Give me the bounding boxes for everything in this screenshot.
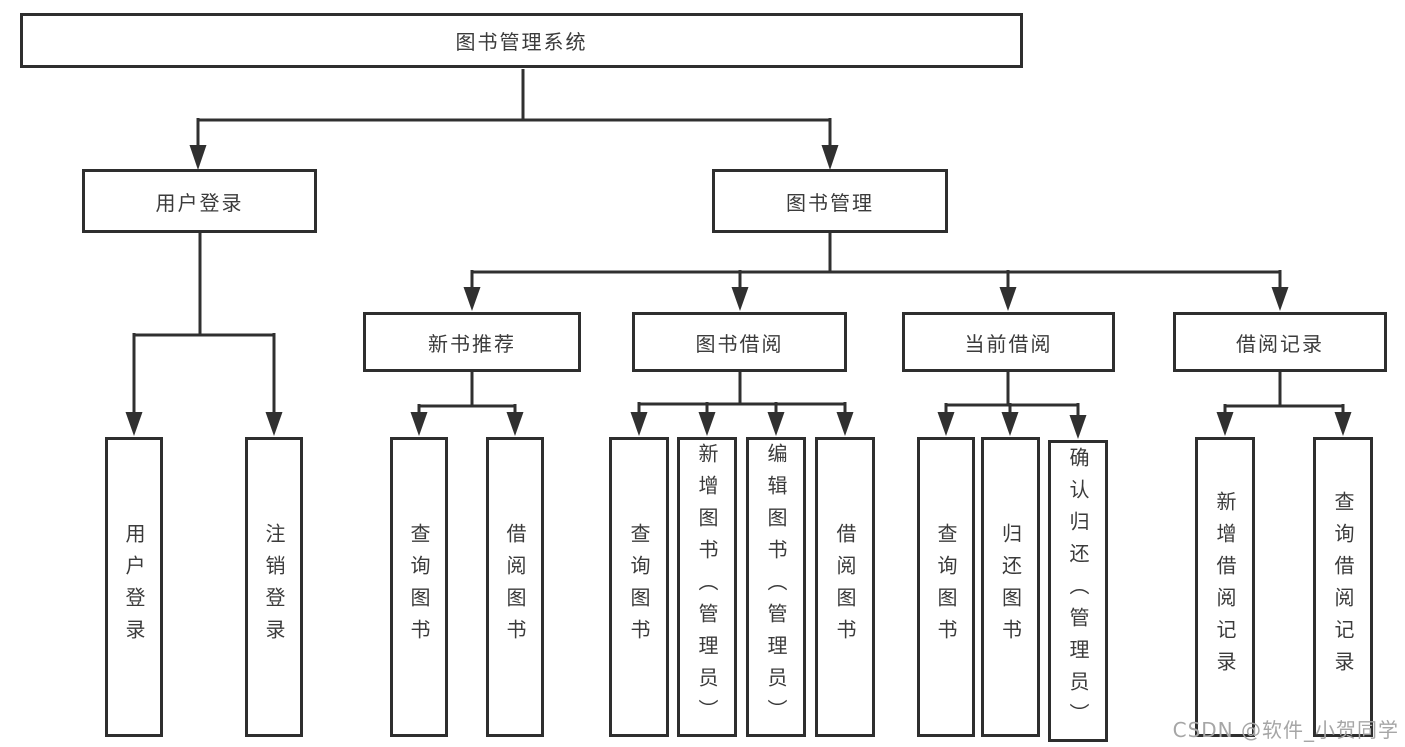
leaf-borrow-books-recommend: 借阅图书 (486, 437, 544, 737)
leaf-user-login: 用户登录 (105, 437, 163, 737)
node-label: 用户登录 (155, 190, 244, 215)
node-book-management: 图书管理 (712, 169, 948, 233)
csdn-watermark: CSDN @软件_小贺同学 (1172, 718, 1399, 742)
node-label: 注销登录 (262, 523, 286, 651)
leaf-edit-book-admin: 编辑图书（管理员） (746, 437, 806, 737)
node-label: 查询图书 (934, 523, 958, 651)
node-label: 查询图书 (407, 523, 431, 651)
node-current-borrow: 当前借阅 (902, 312, 1115, 372)
leaf-query-borrow-record: 查询借阅记录 (1313, 437, 1373, 737)
leaf-add-borrow-record: 新增借阅记录 (1195, 437, 1255, 737)
leaf-borrow-books: 借阅图书 (815, 437, 875, 737)
leaf-query-books-current: 查询图书 (917, 437, 975, 737)
node-label: 查询图书 (627, 523, 651, 651)
node-label: 图书管理 (786, 190, 874, 215)
node-user-login: 用户登录 (82, 169, 317, 233)
node-label: 当前借阅 (964, 331, 1053, 356)
node-library-management-system: 图书管理系统 (20, 13, 1023, 68)
node-label: 图书借阅 (695, 331, 784, 356)
node-label: 借阅记录 (1236, 331, 1324, 356)
leaf-return-books: 归还图书 (981, 437, 1040, 737)
leaf-query-books-recommend: 查询图书 (390, 437, 448, 737)
leaf-query-books-borrow: 查询图书 (609, 437, 669, 737)
node-label: 借阅图书 (503, 523, 527, 651)
node-label: 编辑图书（管理员） (764, 443, 788, 731)
leaf-add-book-admin: 新增图书（管理员） (677, 437, 737, 737)
node-label: 新增借阅记录 (1213, 491, 1237, 683)
leaf-confirm-return-admin: 确认归还（管理员） (1048, 440, 1108, 742)
node-label: 新书推荐 (428, 331, 516, 356)
node-label: 确认归还（管理员） (1066, 447, 1090, 735)
node-label: 图书管理系统 (455, 30, 588, 54)
node-label: 新增图书（管理员） (695, 443, 719, 731)
node-label: 借阅图书 (833, 523, 857, 651)
node-label: 归还图书 (998, 523, 1023, 651)
node-borrow-records: 借阅记录 (1173, 312, 1387, 372)
leaf-logout: 注销登录 (245, 437, 303, 737)
node-book-borrow: 图书借阅 (632, 312, 847, 372)
node-label: 查询借阅记录 (1331, 491, 1355, 683)
node-new-book-recommend: 新书推荐 (363, 312, 581, 372)
node-label: 用户登录 (122, 523, 146, 651)
